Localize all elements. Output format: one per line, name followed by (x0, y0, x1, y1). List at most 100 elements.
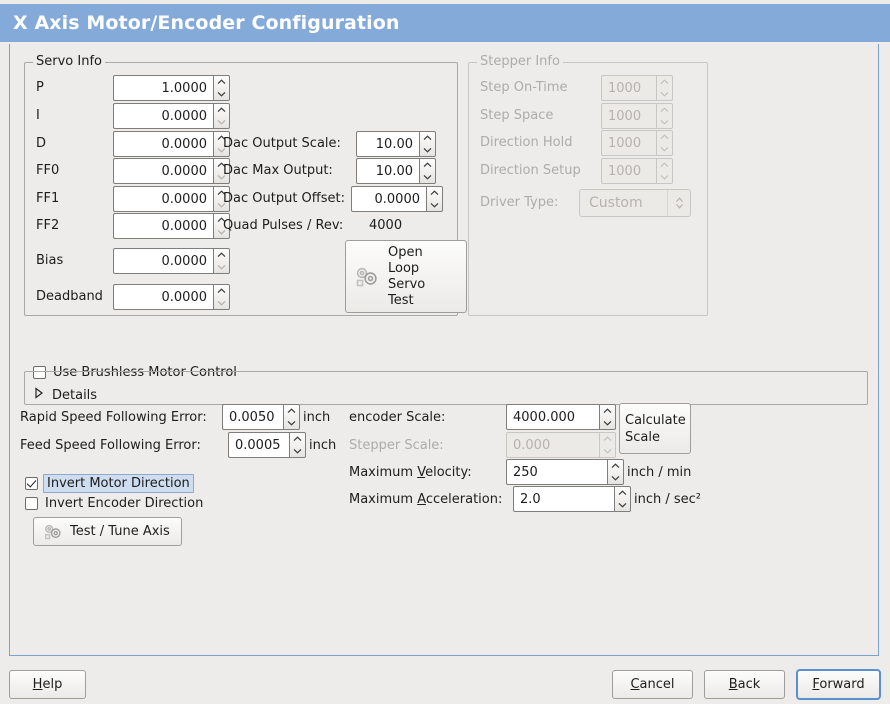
servo-spin-deadband[interactable]: 0.0000 (113, 284, 230, 310)
servo-spin-ff2-buttons[interactable] (213, 213, 230, 239)
servo-spin-bias-value[interactable]: 0.0000 (113, 248, 213, 274)
calculate-scale-button[interactable]: Calculate Scale (619, 403, 691, 454)
dac-max-output-spin[interactable]: 10.00 (356, 158, 436, 184)
servo-spin-ff0-value[interactable]: 0.0000 (113, 158, 213, 184)
max-acceleration-spin[interactable]: 2.0 (513, 486, 631, 512)
spin-down-icon[interactable] (214, 297, 229, 309)
servo-spin-d-buttons[interactable] (213, 131, 230, 157)
spin-up-icon[interactable] (214, 285, 229, 297)
dac-output-scale-buttons[interactable] (419, 131, 436, 157)
rapid-following-error-value[interactable]: 0.0050 (222, 404, 283, 430)
servo-spin-ff2[interactable]: 0.0000 (113, 213, 230, 239)
spin-up-icon[interactable] (214, 187, 229, 199)
servo-spin-ff1-buttons[interactable] (213, 186, 230, 212)
gears-icon (41, 522, 65, 542)
spin-down-icon[interactable] (214, 199, 229, 211)
servo-spin-deadband-buttons[interactable] (213, 284, 230, 310)
servo-spin-ff2-value[interactable]: 0.0000 (113, 213, 213, 239)
spin-up-icon[interactable] (615, 487, 630, 499)
chevron-right-icon[interactable] (34, 387, 44, 403)
servo-spin-i[interactable]: 0.0000 (113, 103, 230, 129)
back-button[interactable]: Back (704, 670, 785, 699)
spin-down-icon[interactable] (608, 472, 623, 484)
feed-following-error-spin[interactable]: 0.0005 (228, 432, 306, 458)
servo-spin-ff0-buttons[interactable] (213, 158, 230, 184)
spin-up-icon[interactable] (214, 249, 229, 261)
forward-button[interactable]: Forward (796, 669, 881, 700)
servo-spin-p-buttons[interactable] (213, 75, 230, 101)
dac-output-offset-spin[interactable]: 0.0000 (351, 186, 443, 212)
spin-up-icon[interactable] (608, 460, 623, 472)
step-space-spin: 1000 (601, 103, 673, 129)
spin-up-icon[interactable] (420, 132, 435, 144)
open-loop-servo-test-button[interactable]: Open Loop Servo Test (345, 240, 467, 313)
spin-up-icon[interactable] (427, 187, 442, 199)
invert-motor-direction-checkbox[interactable] (25, 477, 38, 490)
invert-encoder-direction-row[interactable]: Invert Encoder Direction (25, 496, 203, 511)
spin-up-icon[interactable] (214, 132, 229, 144)
servo-label-deadband: Deadband (36, 289, 103, 304)
spin-down-icon[interactable] (214, 116, 229, 128)
spin-down-icon[interactable] (214, 144, 229, 156)
rapid-following-error-spin[interactable]: 0.0050 (222, 404, 300, 430)
direction-hold-label: Direction Hold (480, 135, 573, 150)
spin-down-icon[interactable] (420, 144, 435, 156)
spin-up-icon[interactable] (284, 405, 299, 417)
servo-spin-bias-buttons[interactable] (213, 248, 230, 274)
dac-max-output-value[interactable]: 10.00 (356, 158, 419, 184)
spin-down-icon[interactable] (214, 261, 229, 273)
max-velocity-buttons[interactable] (607, 459, 624, 485)
spin-up-icon[interactable] (214, 104, 229, 116)
servo-spin-ff1-value[interactable]: 0.0000 (113, 186, 213, 212)
dac-output-scale-value[interactable]: 10.00 (356, 131, 419, 157)
servo-spin-bias[interactable]: 0.0000 (113, 248, 230, 274)
encoder-scale-value[interactable]: 4000.000 (506, 404, 599, 430)
help-button[interactable]: Help (9, 670, 86, 699)
spin-down-icon[interactable] (600, 417, 615, 429)
spin-down-icon[interactable] (214, 226, 229, 238)
servo-spin-i-buttons[interactable] (213, 103, 230, 129)
encoder-scale-buttons[interactable] (599, 404, 616, 430)
spin-down-icon[interactable] (290, 445, 305, 457)
cancel-button[interactable]: Cancel (612, 670, 693, 699)
dac-output-offset-value[interactable]: 0.0000 (351, 186, 426, 212)
dac-output-offset-buttons[interactable] (426, 186, 443, 212)
spin-down-icon[interactable] (214, 88, 229, 100)
feed-following-error-buttons[interactable] (289, 432, 306, 458)
use-brushless-motor-control-row[interactable]: Use Brushless Motor Control (33, 365, 237, 380)
max-acceleration-value[interactable]: 2.0 (513, 486, 614, 512)
spin-up-icon[interactable] (214, 214, 229, 226)
spin-up-icon[interactable] (420, 159, 435, 171)
max-velocity-value[interactable]: 250 (506, 459, 607, 485)
encoder-scale-spin[interactable]: 4000.000 (506, 404, 616, 430)
spin-down-icon[interactable] (214, 171, 229, 183)
dac-output-scale-spin[interactable]: 10.00 (356, 131, 436, 157)
invert-motor-direction-row[interactable]: Invert Motor Direction (25, 474, 194, 493)
use-brushless-checkbox[interactable] (33, 366, 46, 379)
servo-spin-i-value[interactable]: 0.0000 (113, 103, 213, 129)
servo-spin-ff1[interactable]: 0.0000 (113, 186, 230, 212)
test-tune-axis-button[interactable]: Test / Tune Axis (33, 517, 182, 546)
feed-following-error-value[interactable]: 0.0005 (228, 432, 289, 458)
spin-up-icon[interactable] (214, 159, 229, 171)
driver-type-combo: Custom (579, 189, 691, 217)
max-acceleration-buttons[interactable] (614, 486, 631, 512)
spin-down-icon[interactable] (615, 499, 630, 511)
max-velocity-spin[interactable]: 250 (506, 459, 624, 485)
spin-down-icon[interactable] (284, 417, 299, 429)
servo-spin-deadband-value[interactable]: 0.0000 (113, 284, 213, 310)
details-expander[interactable]: Details (34, 387, 97, 403)
spin-up-icon[interactable] (214, 76, 229, 88)
servo-spin-d[interactable]: 0.0000 (113, 131, 230, 157)
dac-max-output-buttons[interactable] (419, 158, 436, 184)
servo-spin-p-value[interactable]: 1.0000 (113, 75, 213, 101)
servo-spin-ff0[interactable]: 0.0000 (113, 158, 230, 184)
spin-down-icon[interactable] (427, 199, 442, 211)
servo-spin-d-value[interactable]: 0.0000 (113, 131, 213, 157)
invert-encoder-direction-checkbox[interactable] (25, 497, 38, 510)
rapid-following-error-buttons[interactable] (283, 404, 300, 430)
spin-down-icon[interactable] (420, 171, 435, 183)
servo-spin-p[interactable]: 1.0000 (113, 75, 230, 101)
spin-up-icon[interactable] (290, 433, 305, 445)
spin-up-icon[interactable] (600, 405, 615, 417)
